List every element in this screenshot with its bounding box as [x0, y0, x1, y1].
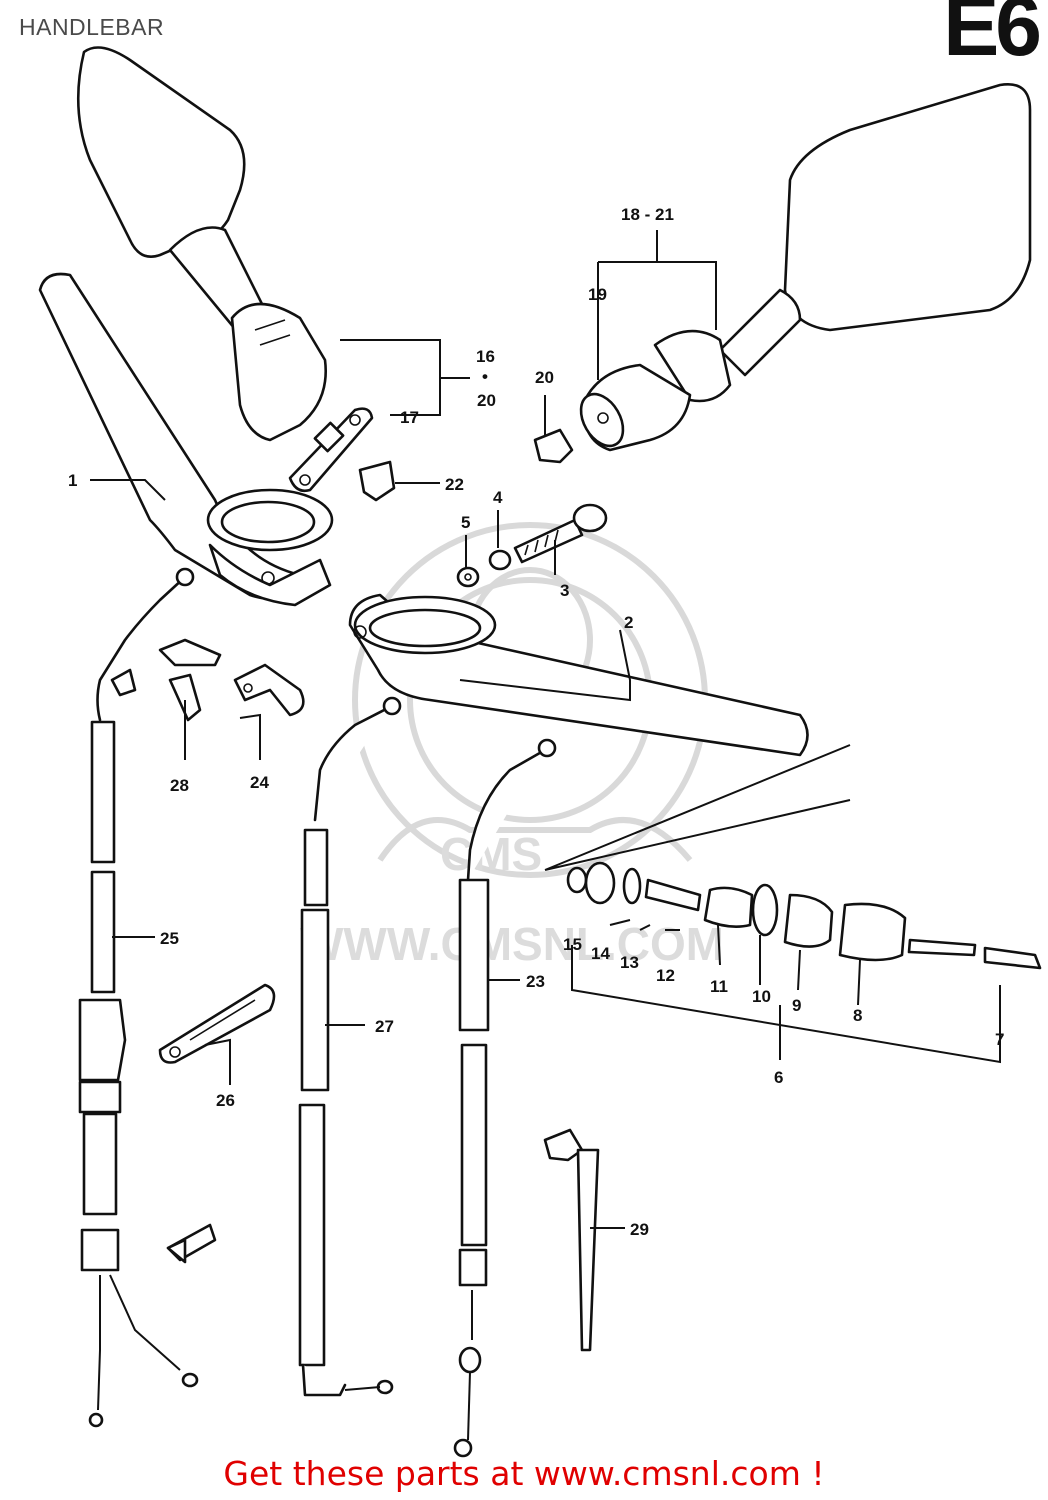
- callout-26: 26: [216, 1091, 235, 1110]
- left-clip-on-handlebar: [38, 272, 334, 607]
- callout-16: 16: [476, 347, 495, 366]
- screw-22: [358, 460, 396, 502]
- callout-14: 14: [591, 944, 610, 963]
- clamp-24: [233, 663, 305, 717]
- page-title: HANDLEBAR: [19, 14, 165, 40]
- callout-10: 10: [752, 987, 771, 1006]
- throttle-cable-27: [298, 696, 402, 1397]
- callout-dot: •: [482, 367, 488, 386]
- callout-2: 2: [624, 613, 633, 632]
- corner-section-code: E6: [943, 0, 1042, 73]
- callout-28: 28: [170, 776, 189, 795]
- clutch-cable-25: [78, 567, 199, 1428]
- front-direction-arrow: [166, 1223, 217, 1264]
- callout-29: 29: [630, 1220, 649, 1239]
- callout-15: 15: [563, 935, 582, 954]
- callout-3: 3: [560, 581, 569, 600]
- mirror-mount-17: [288, 407, 374, 493]
- bar-end-assembly: [544, 744, 1042, 970]
- callout-22: 22: [445, 475, 464, 494]
- callout-9: 9: [792, 996, 801, 1015]
- callout-19: 19: [588, 285, 607, 304]
- callout-23: 23: [526, 972, 545, 991]
- callout-18-21: 18 - 21: [621, 205, 674, 224]
- callout-13: 13: [620, 953, 639, 972]
- watermark-url: WWW.CMSNL.COM: [300, 918, 724, 970]
- callout-17: 17: [400, 408, 419, 427]
- left-mirror: [76, 46, 327, 442]
- callout-25: 25: [160, 929, 179, 948]
- callout-6: 6: [774, 1068, 783, 1087]
- cable-tie-29: [543, 1128, 600, 1352]
- callout-4: 4: [493, 488, 503, 507]
- callout-20-right: 20: [535, 368, 554, 387]
- bracket-26: [158, 983, 276, 1064]
- right-clip-on-handlebar: [348, 593, 809, 757]
- leader-lines: [90, 230, 1001, 1229]
- callout-1: 1: [68, 471, 77, 490]
- washer-4: [488, 549, 512, 571]
- callout-27: 27: [375, 1017, 394, 1036]
- nut-20: [533, 428, 574, 464]
- callout-11: 11: [710, 977, 728, 996]
- watermark-logo: CMS WWW.CMSNL.COM: [300, 522, 724, 970]
- callout-7: 7: [995, 1030, 1004, 1049]
- bolt-3: [513, 503, 608, 564]
- buy-parts-link[interactable]: Get these parts at www.cmsnl.com !: [223, 1454, 825, 1493]
- callout-8: 8: [853, 1006, 862, 1025]
- callout-24: 24: [250, 773, 269, 792]
- right-mirror: [579, 82, 1032, 452]
- callout-12: 12: [656, 966, 675, 985]
- callout-5: 5: [461, 513, 470, 532]
- washer-5: [456, 566, 480, 588]
- clamp-28: [158, 638, 222, 722]
- callout-20-left: 20: [477, 391, 496, 410]
- callout-labels: 1 2 3 4 5 6 7 8 9 10 11 12 13 14 15 16 •…: [68, 205, 1004, 1239]
- throttle-cable-23: [453, 738, 557, 1458]
